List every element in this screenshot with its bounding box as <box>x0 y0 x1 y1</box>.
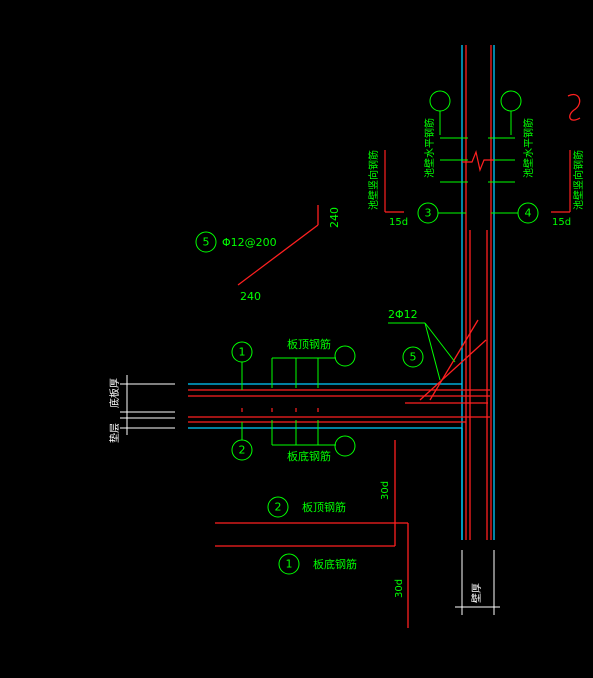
wall-vert-dimension-right <box>551 150 571 213</box>
dim-15d-left: 15d <box>389 217 408 228</box>
slab-thickness-dimension <box>120 375 175 435</box>
slab-outline <box>188 383 463 540</box>
break-symbol <box>462 149 494 173</box>
slab-tie-marks <box>241 408 319 412</box>
wall-vert-label-right: 池壁竖向钢筋 <box>572 150 585 210</box>
wall-vert-dimension-left <box>384 150 404 213</box>
bottom-bar-label-lower: 板底钢筋 <box>313 557 357 571</box>
diag-marker-5: 5 <box>402 346 424 368</box>
dim-30d-upper: 30d <box>380 481 391 500</box>
wall-horiz-label-right: 池壁水平钢筋 <box>522 118 535 178</box>
svg-text:2: 2 <box>275 501 282 514</box>
top-bar-label-upper: 板顶钢筋 <box>287 337 331 351</box>
slab-rebars <box>188 389 490 423</box>
dim-15d-right: 15d <box>552 217 571 228</box>
marker-2-upper: 2 <box>231 422 253 461</box>
top-bar-leader-upper <box>271 345 356 388</box>
marker-4: 4 <box>491 202 539 224</box>
svg-text:5: 5 <box>203 236 210 249</box>
corner-bar-label: Φ12@200 <box>222 236 277 249</box>
svg-text:2: 2 <box>239 444 246 457</box>
corner-bar <box>237 205 319 286</box>
wall-vert-label-left: 池壁竖向钢筋 <box>367 150 380 210</box>
lower-bottom-bar <box>215 440 396 547</box>
corner-marker-5: 5 <box>195 231 217 253</box>
wall-marker-circle-right <box>500 90 522 135</box>
marker-1-upper: 1 <box>231 341 253 390</box>
wall-vertical-rebars <box>465 45 492 540</box>
wall-horiz-label-left: 池壁水平钢筋 <box>423 118 436 178</box>
marker-2-lower: 2 <box>267 496 289 518</box>
corner-dim-vertical: 240 <box>328 207 341 228</box>
wall-thickness-dimension <box>455 550 500 615</box>
svg-text:1: 1 <box>286 558 293 571</box>
cushion-label: 垫层 <box>108 423 121 443</box>
top-bar-label-lower: 板顶钢筋 <box>302 500 346 514</box>
marker-3: 3 <box>417 202 466 224</box>
bottom-bar-leader-upper <box>271 420 356 457</box>
svg-text:5: 5 <box>410 351 417 364</box>
svg-text:3: 3 <box>425 207 432 220</box>
dim-30d-lower: 30d <box>394 579 405 598</box>
diag-bar-label: 2Φ12 <box>388 308 418 321</box>
bottom-bar-label-upper: 板底钢筋 <box>287 449 331 463</box>
marker-1-lower: 1 <box>278 553 300 575</box>
corner-dim-horizontal: 240 <box>240 290 261 303</box>
section-break-squiggle <box>567 93 581 121</box>
wall-thickness-label: 壁厚 <box>470 583 483 603</box>
svg-text:1: 1 <box>239 346 246 359</box>
slab-thickness-label: 底板厚 <box>108 378 121 408</box>
wall-marker-circle-left <box>429 90 451 135</box>
lower-top-bar <box>215 522 409 628</box>
svg-text:4: 4 <box>525 207 532 220</box>
wall-horiz-leaders <box>440 137 515 183</box>
diag-bar-leader <box>388 322 456 381</box>
